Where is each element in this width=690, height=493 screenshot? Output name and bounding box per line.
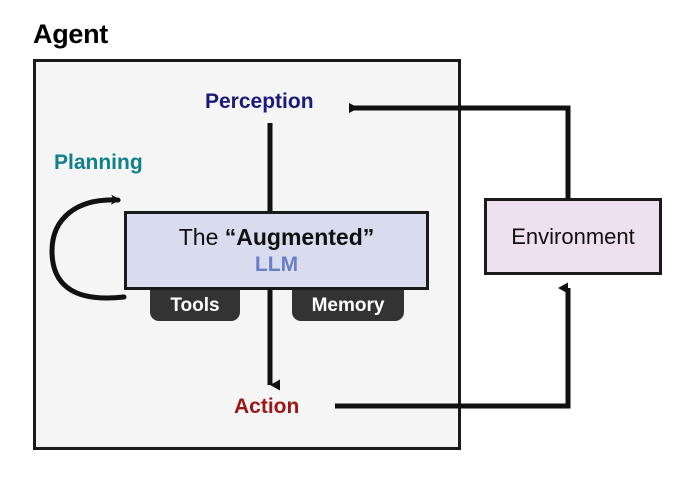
node-planning: Planning (54, 151, 143, 174)
node-tools-tab: Tools (150, 290, 240, 321)
node-perception: Perception (205, 90, 314, 113)
node-action: Action (234, 395, 300, 418)
node-environment: Environment (484, 198, 662, 275)
node-augmented-llm: The “Augmented” LLM (124, 211, 429, 290)
node-memory-tab: Memory (292, 290, 404, 321)
page-title: Agent (33, 19, 108, 49)
llm-title-prefix: The (178, 223, 225, 250)
environment-label: Environment (511, 223, 635, 249)
llm-subtitle: LLM (254, 253, 299, 277)
llm-title-line: The “Augmented” (179, 224, 375, 250)
llm-title-emphasis: “Augmented” (224, 223, 375, 250)
